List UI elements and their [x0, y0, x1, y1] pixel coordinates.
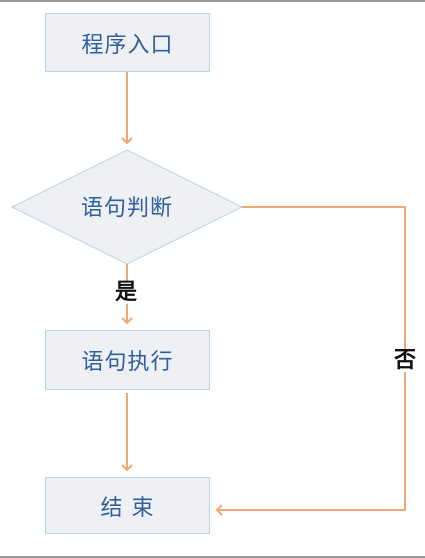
yes-label: 是 [115, 280, 138, 305]
process-label: 语句执行 [81, 350, 174, 375]
process-node: 语句执行 [45, 330, 210, 390]
start-label: 程序入口 [81, 32, 174, 58]
start-node: 程序入口 [45, 13, 210, 72]
end-node: 结 束 [45, 477, 210, 534]
end-label: 结 束 [100, 495, 155, 521]
decision-label: 语句判断 [81, 196, 173, 221]
no-label: 否 [394, 348, 417, 373]
arrow-no-to-end [215, 206, 406, 516]
